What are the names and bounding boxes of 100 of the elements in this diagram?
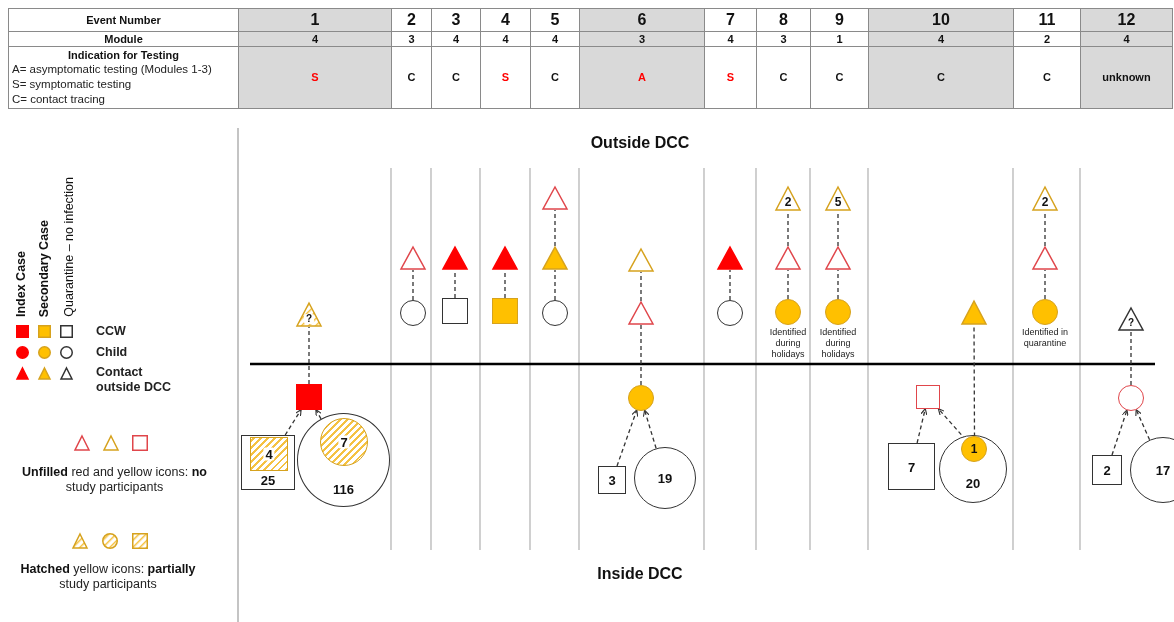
child-circle bbox=[542, 300, 568, 326]
count-number: 7 bbox=[907, 460, 916, 473]
dashed-connector bbox=[729, 269, 731, 301]
dashed-connector bbox=[554, 269, 556, 301]
dashed-connector bbox=[642, 409, 657, 449]
table-cell: 4 bbox=[481, 9, 531, 32]
contact-triangle bbox=[1032, 186, 1058, 211]
table-cell: A bbox=[580, 47, 705, 109]
child-circle bbox=[400, 300, 426, 326]
child-circle bbox=[297, 413, 390, 507]
child-circle bbox=[775, 299, 801, 325]
table-cell: 2 bbox=[1014, 32, 1081, 47]
table-cell: 7 bbox=[705, 9, 757, 32]
column-heading: Index Case bbox=[15, 251, 28, 317]
child-circle bbox=[717, 300, 743, 326]
table-cell: 10 bbox=[869, 9, 1014, 32]
contact-triangle bbox=[628, 301, 654, 325]
legend-label: Unfilled red and yellow icons: no study participants bbox=[21, 465, 208, 495]
table-cell: 4 bbox=[705, 32, 757, 47]
table-cell: S bbox=[481, 47, 531, 109]
table-cell: 3 bbox=[432, 9, 481, 32]
legend-label: Contact outside DCC bbox=[96, 365, 172, 395]
table-cell: 4 bbox=[432, 32, 481, 47]
table-cell: 4 bbox=[239, 32, 392, 47]
table-text: S= symptomatic testing bbox=[12, 77, 132, 92]
count-number: 116 bbox=[333, 483, 354, 496]
dashed-connector bbox=[1111, 409, 1129, 456]
contact-triangle bbox=[628, 248, 654, 272]
dashed-connector bbox=[284, 409, 302, 436]
count-number: 1 bbox=[970, 443, 978, 455]
count-number: 19 bbox=[657, 471, 673, 485]
table-cell: 4 bbox=[869, 32, 1014, 47]
dashed-connector bbox=[640, 324, 642, 386]
table-cell: unknown bbox=[1081, 47, 1173, 109]
contact-triangle bbox=[542, 186, 568, 210]
table-cell: 3 bbox=[392, 32, 432, 47]
count-number: 2 bbox=[1103, 463, 1111, 477]
table-cell: C bbox=[757, 47, 811, 109]
node-note: Identified in quarantine bbox=[1020, 327, 1069, 349]
child-circle bbox=[825, 299, 851, 325]
table-cell: 1 bbox=[811, 32, 869, 47]
table-cell: 2 bbox=[392, 9, 432, 32]
table-cell: 4 bbox=[531, 32, 580, 47]
contact-triangle bbox=[1118, 307, 1144, 331]
count-number: 3 bbox=[608, 473, 616, 487]
table-cell: C bbox=[432, 47, 481, 109]
child-circle bbox=[1118, 385, 1144, 411]
count-number: ? bbox=[303, 314, 315, 324]
table-cell: C bbox=[869, 47, 1014, 109]
dashed-connector bbox=[916, 408, 928, 444]
ccw-square bbox=[916, 385, 940, 409]
count-number: 20 bbox=[965, 477, 981, 490]
contact-triangle bbox=[961, 300, 987, 325]
dashed-connector bbox=[412, 269, 414, 301]
dashed-connector bbox=[1130, 330, 1132, 386]
table-text: C= contact tracing bbox=[12, 92, 105, 107]
legend-label: Child bbox=[96, 345, 129, 360]
table-cell: 12 bbox=[1081, 9, 1173, 32]
child-circle bbox=[961, 436, 987, 462]
table-cell: 1 bbox=[239, 9, 392, 32]
count-number: 25 bbox=[260, 474, 276, 487]
table-cell: 3 bbox=[757, 32, 811, 47]
table-cell: S bbox=[239, 47, 392, 109]
table-cell: 6 bbox=[580, 9, 705, 32]
table-cell: C bbox=[531, 47, 580, 109]
ccw-square bbox=[241, 435, 295, 490]
contact-triangle bbox=[492, 246, 518, 270]
ccw-square bbox=[888, 443, 935, 490]
table-cell: C bbox=[1014, 47, 1081, 109]
contact-triangle bbox=[775, 246, 801, 270]
count-number: 7 bbox=[338, 435, 350, 449]
table-cell: 3 bbox=[580, 32, 705, 47]
table-cell: 9 bbox=[811, 9, 869, 32]
section-title: Inside DCC bbox=[597, 565, 683, 583]
child-circle bbox=[320, 418, 368, 466]
count-number: 5 bbox=[834, 196, 842, 208]
dashed-connector bbox=[616, 409, 639, 467]
child-circle bbox=[1032, 299, 1058, 325]
count-number: 2 bbox=[784, 196, 792, 208]
contact-triangle bbox=[825, 246, 851, 270]
legend-label: Hatched yellow icons: partially study participants bbox=[19, 562, 197, 592]
ccw-square bbox=[296, 384, 322, 410]
ccw-square bbox=[250, 437, 288, 471]
ccw-square bbox=[442, 298, 468, 324]
count-number: 2 bbox=[1041, 196, 1049, 208]
contact-triangle bbox=[296, 302, 322, 327]
contact-triangle bbox=[1032, 246, 1058, 270]
count-number: ? bbox=[1127, 318, 1135, 328]
contact-triangle bbox=[400, 246, 426, 270]
node-note: Identified during holidays bbox=[768, 327, 808, 360]
contact-triangle bbox=[825, 186, 851, 211]
table-cell: Module bbox=[9, 32, 239, 47]
table-cell: C bbox=[811, 47, 869, 109]
ccw-square bbox=[1092, 455, 1122, 485]
table-cell: Event Number bbox=[9, 9, 239, 32]
contact-triangle bbox=[775, 186, 801, 211]
count-number: 17 bbox=[1155, 463, 1171, 477]
table-cell: 4 bbox=[1081, 32, 1173, 47]
table-text: A= asymptomatic testing (Modules 1-3) bbox=[12, 62, 212, 77]
dashed-connector bbox=[1135, 409, 1151, 441]
